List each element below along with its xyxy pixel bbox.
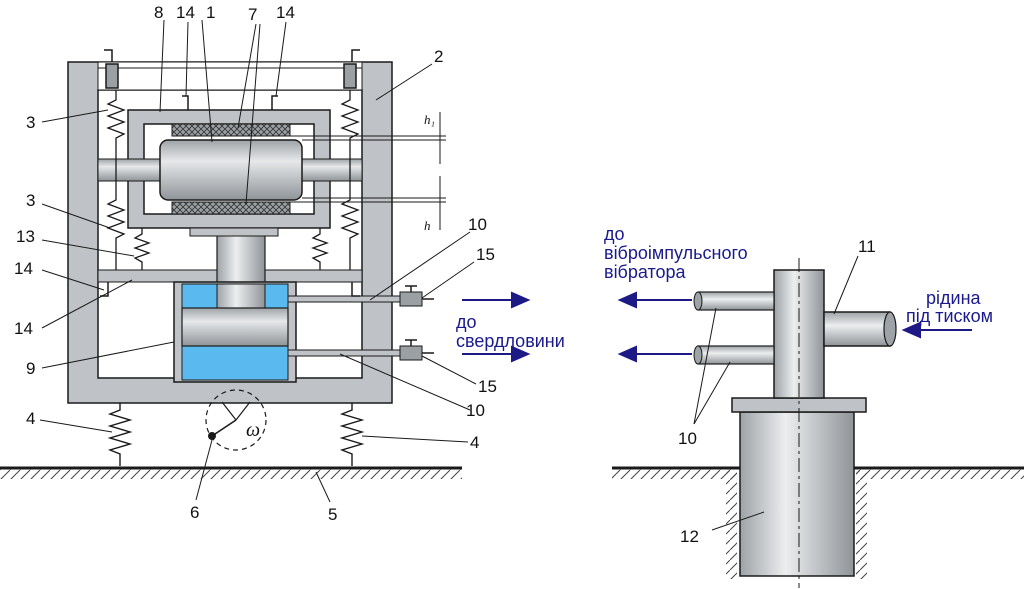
bolts — [100, 49, 360, 297]
label-6: 6 — [190, 503, 199, 522]
label-7: 7 — [248, 5, 257, 24]
pressure-fluid-text-1: рідина — [926, 288, 982, 308]
label-14-top-right: 14 — [276, 3, 295, 22]
label-12: 12 — [680, 527, 699, 546]
inlet-pipe — [823, 311, 897, 347]
to-well-text-2: свердловини — [456, 331, 565, 351]
leader-lines-right — [693, 255, 859, 531]
rod-bracket — [189, 227, 279, 237]
to-well-text-1: до — [456, 312, 477, 332]
spring-icon — [339, 403, 365, 466]
label-4-left: 4 — [26, 409, 35, 428]
label-h: h — [424, 218, 431, 233]
to-vibrator-text-3: вібратора — [604, 262, 687, 282]
roller — [97, 139, 363, 201]
gap-dimensions — [290, 112, 446, 230]
to-vibrator-text-2: віброімпульсного — [604, 243, 748, 263]
label-15-bottom: 15 — [478, 377, 497, 396]
label-10-right: 10 — [678, 429, 697, 448]
label-omega: ω — [246, 419, 260, 441]
label-3-bottom: 3 — [26, 191, 35, 210]
label-9: 9 — [26, 359, 35, 378]
wellhead-assembly: до віброімпульсного вібратора рідина під… — [604, 224, 1024, 588]
label-10-top: 10 — [468, 215, 487, 234]
valve-icon — [399, 285, 434, 307]
label-14-left: 14 — [14, 259, 33, 278]
label-11: 11 — [858, 237, 876, 256]
label-3-top: 3 — [26, 113, 35, 132]
label-15-top: 15 — [476, 245, 495, 264]
label-h1: h₁ — [424, 112, 435, 127]
leader-lines — [39, 19, 477, 503]
casing-pipe — [739, 411, 855, 577]
label-5: 5 — [328, 505, 337, 524]
valve-icon — [399, 339, 434, 361]
spring-icon — [311, 228, 329, 270]
friction-pad-bottom — [171, 201, 291, 215]
pressure-fluid-text-2: під тиском — [906, 306, 993, 326]
label-14-bottom-left: 14 — [14, 319, 33, 338]
label-8: 8 — [154, 3, 163, 22]
label-1: 1 — [206, 3, 215, 22]
label-10-bottom: 10 — [466, 401, 485, 420]
friction-pad-top — [171, 123, 291, 137]
vibrator-assembly: h₁ h — [0, 3, 565, 524]
to-vibrator-text-1: до — [604, 224, 625, 244]
spring-icon — [133, 228, 151, 270]
arrow-icon — [462, 291, 531, 363]
spring-icon — [107, 403, 133, 466]
label-14-top-left: 14 — [176, 3, 195, 22]
outlet-pipe-bottom — [693, 345, 775, 365]
spring-icon — [106, 90, 126, 270]
spring-icon — [340, 90, 360, 270]
hydraulic-cylinder — [173, 281, 297, 383]
outlet-pipe-top — [693, 291, 775, 311]
label-4-right: 4 — [470, 433, 479, 452]
label-2: 2 — [434, 47, 443, 66]
ground-left — [0, 466, 462, 479]
eccentric-exciter — [205, 389, 267, 451]
label-13: 13 — [16, 227, 35, 246]
arrow-icon — [617, 291, 972, 363]
